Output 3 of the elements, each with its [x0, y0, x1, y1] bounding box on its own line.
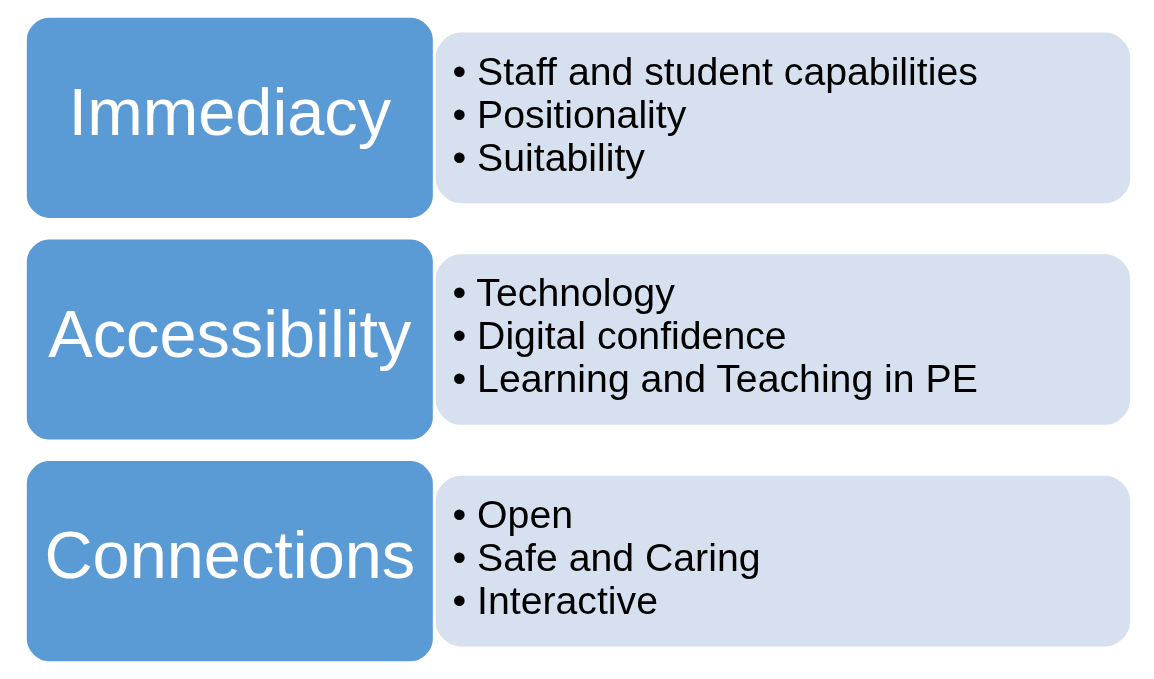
node-box: • Staff and student capabilities • Positionality • Suitability: [435, 32, 1131, 204]
node-box: • Open • Safe and Caring • Interactive: [435, 475, 1131, 647]
node-box: • Technology • Digital confidence • Learning and Teaching in PE: [435, 254, 1131, 425]
